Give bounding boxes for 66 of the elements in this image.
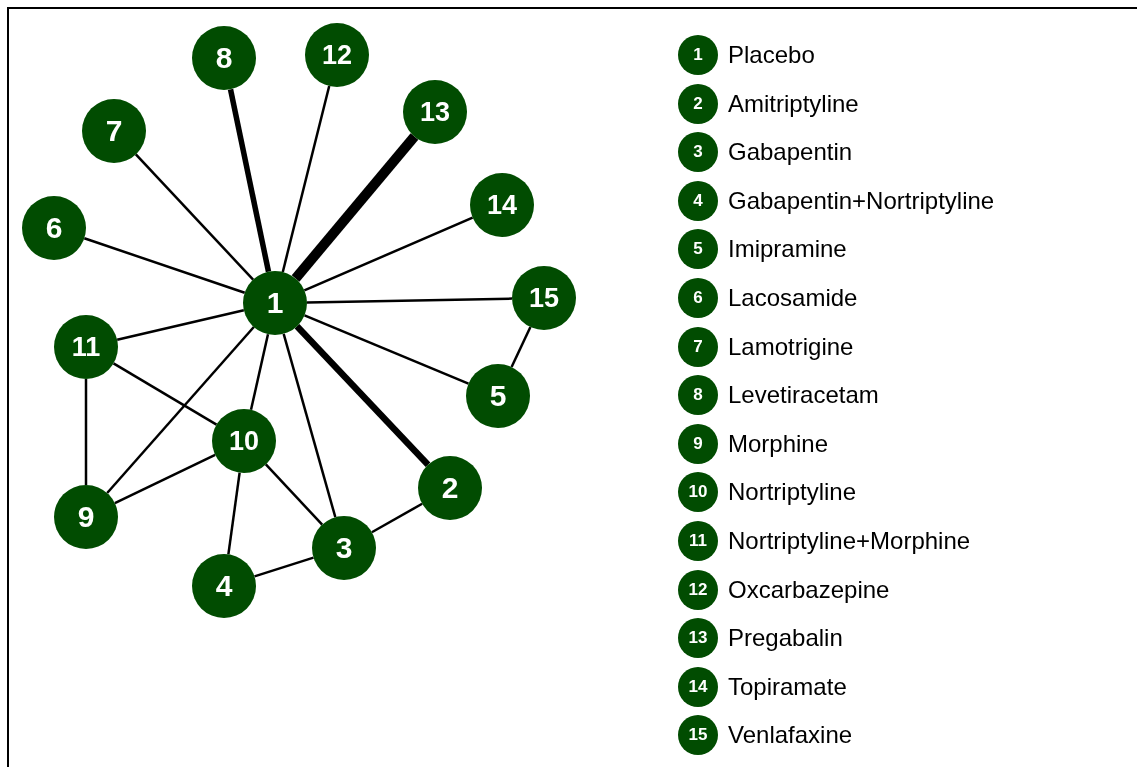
legend-text: Gabapentin: [728, 138, 853, 167]
legend-text: Topiramate: [728, 672, 847, 701]
legend-swatch: 8: [678, 375, 718, 416]
node-circle: 3: [312, 516, 376, 580]
connector-line: [106, 326, 255, 494]
connector-line: [227, 88, 272, 273]
connector-line: [254, 556, 314, 578]
connector-line: [303, 216, 474, 292]
node-circle: 2: [418, 456, 482, 520]
node-circle: 6: [22, 196, 86, 260]
legend-text: Venlafaxine: [728, 721, 853, 750]
node-circle: 14: [470, 173, 534, 237]
legend-text: Nortriptyline+Morphine: [728, 527, 971, 555]
node-circle: 5: [466, 364, 530, 428]
legend-text: Morphine: [728, 429, 829, 458]
connector-line: [84, 379, 88, 485]
connector-line: [282, 333, 337, 518]
legend-swatch: 6: [678, 278, 718, 318]
connector-line: [114, 453, 216, 505]
connector-line: [304, 314, 469, 385]
legend-swatch: 3: [678, 132, 718, 173]
legend-swatch: 10: [678, 472, 718, 513]
node-circle: 11: [54, 315, 118, 379]
node-circle: 4: [192, 554, 256, 618]
node-circle: 10: [212, 409, 276, 473]
connector-line: [281, 85, 331, 273]
legend-swatch: 15: [678, 715, 718, 756]
legend-text: Placebo: [728, 41, 815, 69]
connector-line: [116, 309, 245, 341]
connector-line: [112, 362, 218, 426]
connector-line: [291, 133, 419, 282]
node-circle: 8: [192, 26, 256, 90]
legend-text: Lacosamide: [728, 284, 858, 312]
node-circle: 12: [305, 23, 369, 87]
legend-text: Levetiracetam: [728, 381, 879, 410]
legend-swatch: 13: [678, 618, 718, 659]
connector-line: [264, 463, 324, 526]
node-circle: 15: [512, 266, 576, 330]
legend-text: Gabapentin+Nortriptyline: [728, 186, 995, 215]
legend-text: Amitriptyline: [728, 89, 859, 118]
legend-swatch: 11: [678, 521, 718, 561]
node-circle: 9: [54, 485, 118, 549]
legend-text: Lamotrigine: [728, 332, 854, 361]
legend-swatch: 14: [678, 666, 718, 707]
legend-swatch: 1: [678, 35, 718, 75]
legend-text: Oxcarbazepine: [728, 575, 890, 604]
connector-line: [306, 297, 513, 304]
legend-swatch: 5: [678, 229, 718, 270]
legend-text: Nortriptyline: [728, 478, 857, 507]
connector-line: [134, 153, 255, 281]
connector-line: [371, 502, 423, 534]
connector-line: [510, 326, 532, 368]
legend-swatch: 9: [678, 423, 718, 464]
legend-swatch: 2: [678, 83, 718, 124]
legend-swatch: 4: [678, 180, 718, 221]
legend-text: Imipramine: [728, 235, 847, 264]
legend-swatch: 7: [678, 326, 718, 367]
legend-swatch: 12: [678, 569, 718, 610]
connector-line: [294, 324, 431, 467]
node-circle: 1: [243, 271, 307, 335]
node-circle: 7: [82, 99, 146, 163]
legend-text: Pregabalin: [728, 624, 843, 653]
connector-line: [249, 333, 270, 411]
node-circle: 13: [403, 80, 467, 144]
connector-line: [227, 472, 241, 555]
connector-line: [83, 237, 246, 294]
